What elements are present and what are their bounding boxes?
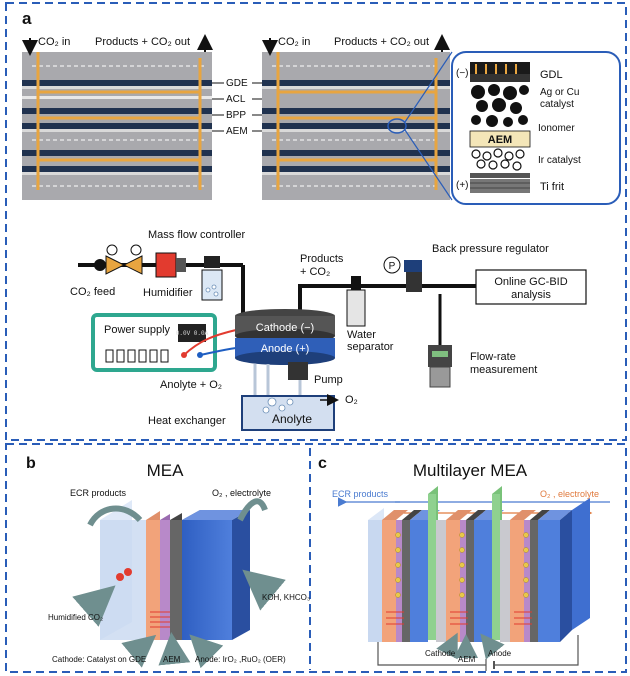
panel-a-letter: a: [22, 9, 32, 28]
stack-right-co2-in: CO₂ in: [278, 36, 310, 48]
stack-right-inlet: CO₂ in Products + CO₂ out: [262, 34, 450, 56]
label-o2: O₂: [345, 394, 358, 406]
zoom-gdl: GDL: [540, 69, 563, 81]
zoom-ti: Ti frit: [540, 181, 564, 193]
mea-aem: AEM: [163, 655, 181, 664]
stack-left-co2-in: CO₂ in: [38, 36, 70, 48]
label-humidifier: Humidifier: [143, 287, 193, 299]
panel-a-border: [5, 2, 627, 441]
label-flowrate-1: Flow-rate: [470, 351, 516, 363]
zoom-plus: (+): [456, 180, 469, 191]
label-heat-ex: Heat exchanger: [148, 415, 226, 427]
stack-right: [262, 52, 450, 200]
layer-labels: GDE ACL BPP AEM: [212, 78, 262, 137]
ml-cathode: Cathode: [425, 649, 456, 658]
zoom-callout: AEM (−) GDL Ag or Cu catalyst Ionomer Ir…: [404, 51, 621, 205]
mea-diagram: [72, 498, 286, 669]
layer-label-aem: AEM: [226, 126, 248, 137]
label-p-gauge: P: [389, 261, 396, 272]
panel-bc-border: [5, 443, 627, 673]
layer-label-acl: ACL: [226, 94, 246, 105]
layer-label-gde: GDE: [226, 78, 248, 89]
label-co2-feed: CO₂ feed: [70, 286, 115, 298]
label-products-co2: + CO₂: [300, 266, 330, 278]
multilayer-mea-diagram: [337, 486, 610, 671]
zoom-catalyst-1: Ag or Cu: [540, 87, 579, 98]
label-anode: Anode (+): [261, 343, 310, 355]
mea-ecr: ECR products: [70, 488, 127, 498]
stack-right-products-out: Products + CO₂ out: [334, 36, 429, 48]
label-products: Products: [300, 253, 344, 265]
label-gc-2: analysis: [511, 289, 551, 301]
zoom-minus: (−): [456, 68, 469, 79]
ml-o2e: O₂ , electrolyte: [540, 489, 599, 499]
stack-left-products-out: Products + CO₂ out: [95, 36, 190, 48]
mea-koh: KOH, KHCO₃: [262, 593, 310, 602]
label-anolyte: Anolyte: [272, 412, 312, 426]
label-pump: Pump: [314, 374, 343, 386]
label-water-1: Water: [347, 329, 376, 341]
zoom-ionomer: Ionomer: [538, 123, 575, 134]
power-screen: 0.0V 0.0A: [176, 330, 209, 337]
mea-cathode: Cathode: Catalyst on GDE: [52, 655, 146, 664]
label-water-2: separator: [347, 341, 394, 353]
label-power: Power supply: [104, 324, 171, 336]
mea-hum: Humidified CO₂: [48, 613, 103, 622]
ml-aem: AEM: [458, 655, 476, 664]
ml-anode: Anode: [488, 649, 512, 658]
ml-ecr: ECR products: [332, 489, 389, 499]
label-mfc: Mass flow controller: [148, 229, 246, 241]
panel-b-title: MEA: [147, 461, 185, 480]
label-cathode: Cathode (−): [256, 322, 314, 334]
flow-system: Mass flow controller CO₂ feed Humidifier…: [70, 229, 587, 431]
panel-b-letter: b: [26, 455, 36, 472]
label-flowrate-2: measurement: [470, 364, 537, 376]
zoom-ir: Ir catalyst: [538, 155, 581, 166]
zoom-catalyst-2: catalyst: [540, 99, 574, 110]
zoom-aem-label: AEM: [488, 134, 512, 146]
stack-left: [22, 52, 212, 200]
mea-o2e: O₂ , electrolyte: [212, 488, 271, 498]
label-bpr: Back pressure regulator: [432, 243, 549, 255]
layer-label-bpp: BPP: [226, 110, 246, 121]
stack-left-inlet: CO₂ in Products + CO₂ out: [22, 34, 213, 56]
panel-c-title: Multilayer MEA: [413, 461, 528, 480]
mea-anode: Anode: IrO₂ ,RuO₂ (OER): [195, 655, 286, 664]
label-gc-1: Online GC-BID: [494, 276, 567, 288]
panel-c-letter: c: [318, 455, 327, 472]
label-anolyte-o2: Anolyte + O₂: [160, 379, 222, 391]
